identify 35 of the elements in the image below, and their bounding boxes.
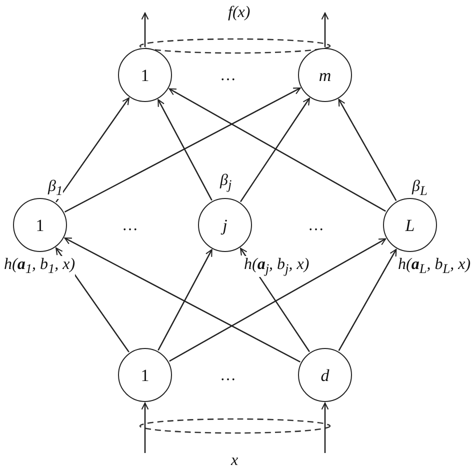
arrow	[56, 97, 130, 202]
weight-label: β$_{1}$	[48, 178, 63, 199]
neuron-circle	[298, 348, 352, 402]
activation-label: h(a$_{1}$, b$_{1}$, x)	[4, 256, 76, 277]
arrow	[158, 99, 212, 201]
neuron-label: L	[405, 216, 415, 234]
neuron-label: 1	[36, 216, 44, 234]
arrow	[338, 98, 397, 201]
dashed-ellipse	[139, 38, 331, 54]
neuron-label: 1	[140, 66, 150, 84]
neuron-circle	[298, 48, 352, 102]
arrow	[64, 237, 301, 363]
neuron-label: 1	[140, 366, 150, 384]
neuron-label: j	[222, 216, 228, 234]
weight-label: β$_{j}$	[220, 172, 232, 193]
arrow	[240, 98, 310, 202]
output-label: f(x)	[228, 4, 250, 22]
arrow	[141, 12, 149, 47]
neuron-label: m	[318, 66, 332, 84]
arrow	[321, 12, 329, 47]
arrow	[321, 402, 329, 453]
neuron-circle	[118, 348, 172, 402]
activation-label: h(a$_{j}$, b$_{j}$, x)	[244, 256, 310, 277]
neuron-circle	[118, 48, 172, 102]
arrow	[338, 248, 397, 351]
neuron-circle	[198, 198, 252, 252]
arrow	[169, 238, 386, 362]
dashed-ellipse	[139, 418, 331, 434]
arrow	[168, 88, 386, 212]
neuron-circle	[383, 198, 437, 252]
arrow	[141, 402, 149, 453]
arrow	[158, 249, 212, 351]
arrow	[64, 87, 301, 213]
neuron-label: d	[320, 366, 330, 384]
neuron-circle	[13, 198, 67, 252]
